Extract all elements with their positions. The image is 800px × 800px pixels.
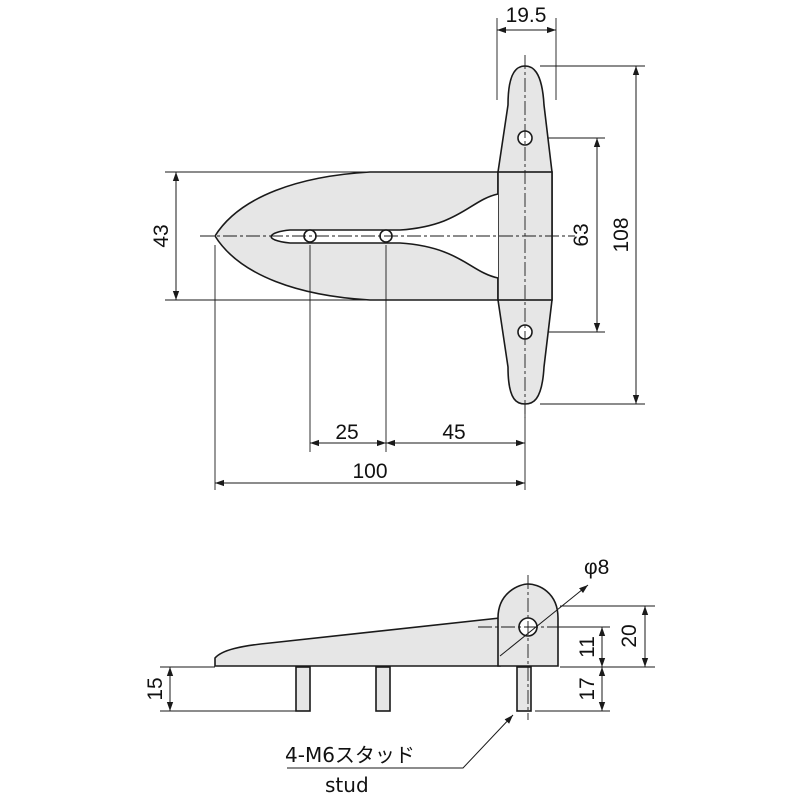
leader-pin-diameter — [499, 584, 589, 657]
stud-1 — [295, 666, 311, 712]
dim-overall-height: 108 — [610, 217, 633, 252]
side-dimension-lines — [166, 584, 649, 769]
side-center-lines — [478, 575, 578, 720]
stud-3 — [516, 666, 532, 712]
dim-pin-diameter: φ8 — [584, 556, 609, 579]
stud-label-en: stud — [325, 773, 369, 797]
stud-note: 4-M6スタッド — [285, 743, 415, 767]
dim-knuckle-height: 20 — [618, 624, 641, 647]
dim-pin-height: 11 — [576, 636, 599, 658]
dim-hole-spacing-a: 25 — [335, 421, 358, 444]
dim-hole-pitch: 63 — [570, 223, 593, 246]
side-leaf-profile — [214, 617, 501, 667]
dim-stud-length: 17 — [576, 677, 599, 700]
leader-stud — [287, 714, 514, 769]
dim-hole-spacing-b: 45 — [442, 421, 465, 444]
dim-leaf-thickness: 15 — [144, 677, 167, 700]
side-view — [214, 583, 559, 712]
top-view — [214, 65, 553, 405]
dim-overall-length: 100 — [352, 460, 387, 483]
dim-leaf-width: 43 — [150, 224, 173, 247]
top-center-lines — [200, 55, 575, 418]
stud-2 — [375, 666, 391, 712]
dim-hinge-width: 19.5 — [506, 4, 547, 27]
top-dimension-lines — [172, 26, 640, 487]
